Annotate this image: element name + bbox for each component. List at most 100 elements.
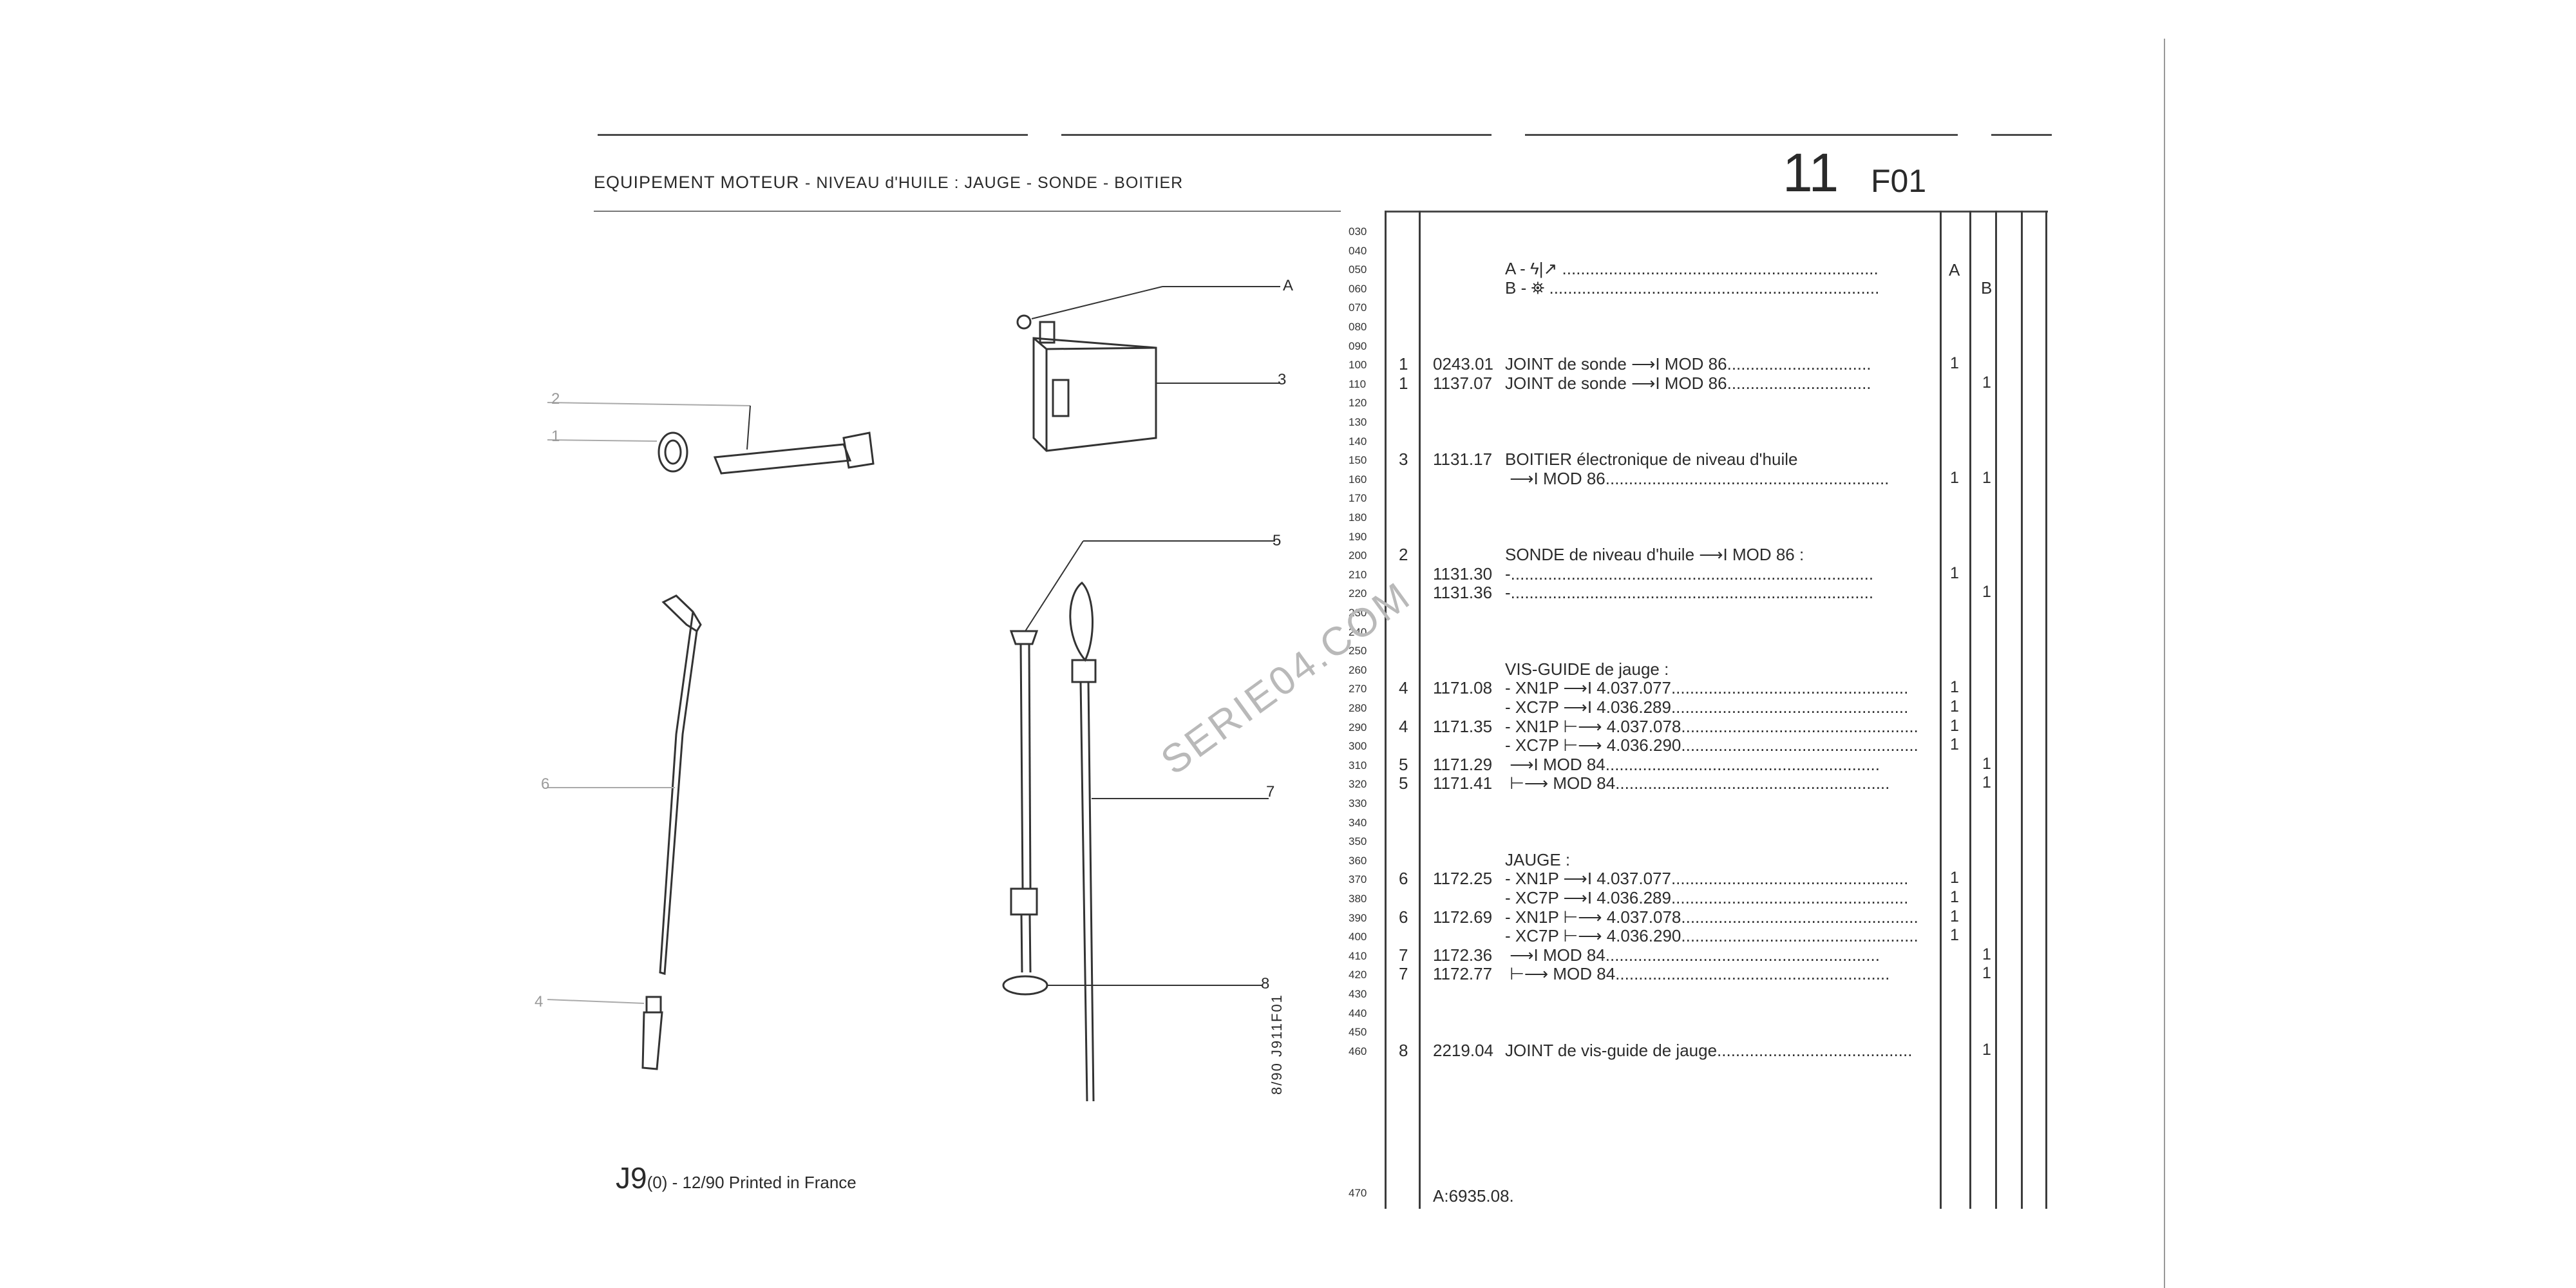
- row-reference: 1172.36: [1433, 945, 1493, 965]
- line-number: 240: [1349, 625, 1367, 638]
- row-item-number: 6: [1399, 907, 1408, 927]
- row-description: ⟶I MOD 84...............................…: [1505, 754, 1880, 774]
- table-row: 1131.36-................................…: [1433, 583, 1935, 603]
- table-col-line-4: [1969, 211, 1971, 1209]
- row-description: JOINT de sonde ⟶I MOD 86................…: [1505, 373, 1871, 393]
- table-col-line-5: [1995, 211, 1997, 1209]
- row-description: ⟶I MOD 86...............................…: [1505, 468, 1889, 488]
- line-number: 050: [1349, 263, 1367, 276]
- row-reference: 1137.07: [1433, 373, 1493, 393]
- table-row: 1171.29 ⟶I MOD 84.......................…: [1433, 755, 1935, 775]
- table-row: 1137.07 JOINT de sonde ⟶I MOD 86.........…: [1433, 374, 1935, 393]
- row-description: - XN1P ⊢⟶ 4.037.078.....................…: [1505, 907, 1918, 927]
- parts-diagram: [547, 286, 1280, 1102]
- table-row: JAUGE :: [1433, 850, 1935, 870]
- row-reference: 1172.69: [1433, 907, 1493, 927]
- row-description: - XN1P ⊢⟶ 4.037.078.....................…: [1505, 716, 1918, 736]
- line-number: 440: [1349, 1007, 1367, 1019]
- row-item-number: 2: [1399, 545, 1408, 565]
- table-row: 1171.08- XN1P ⟶I 4.037.077..............…: [1433, 678, 1935, 698]
- row-qty-a: 1: [1950, 564, 1959, 582]
- line-number: 090: [1349, 339, 1367, 352]
- row-reference: 1171.41: [1433, 773, 1493, 793]
- footer-code-main: J9: [616, 1161, 647, 1195]
- page-title-sub: - NIVEAU d'HUILE : JAUGE - SONDE - BOITI…: [805, 174, 1184, 192]
- row-qty-b: 1: [1982, 1040, 1991, 1059]
- line-number: 210: [1349, 568, 1367, 581]
- row-qty-a: 1: [1950, 888, 1959, 906]
- table-row: - XC7P ⟶I 4.036.289.....................…: [1433, 888, 1935, 908]
- table-row: 1172.77 ⊢⟶ MOD 84.......................…: [1433, 964, 1935, 984]
- row-qty-a: 1: [1950, 678, 1959, 697]
- row-reference: 1131.17: [1433, 450, 1493, 469]
- line-number: 380: [1349, 893, 1367, 905]
- row-item-number: 4: [1399, 678, 1408, 698]
- row-item-number: 6: [1399, 869, 1408, 889]
- line-number: 300: [1349, 740, 1367, 753]
- column-header-a: A: [1949, 260, 1960, 279]
- part-4-guide: [547, 996, 663, 1070]
- table-row: 1172.36 ⟶I MOD 84.......................…: [1433, 945, 1935, 965]
- row-item-number: 1: [1399, 354, 1408, 374]
- top-rule-4: [1991, 134, 2052, 136]
- callout-6: 6: [541, 775, 550, 793]
- part-2-probe: [547, 402, 875, 475]
- row-qty-a: 1: [1950, 468, 1959, 487]
- table-row: - XC7P ⊢⟶ 4.036.290.....................…: [1433, 926, 1935, 946]
- line-number: 120: [1349, 397, 1367, 410]
- row-description: ⊢⟶ MOD 84...............................…: [1505, 964, 1890, 984]
- row-description: - XC7P ⊢⟶ 4.036.290.....................…: [1505, 735, 1918, 755]
- row-description: -.......................................…: [1505, 583, 1874, 603]
- row-qty-b: 1: [1982, 373, 1991, 392]
- page-title-main: EQUIPEMENT MOTEUR: [594, 173, 800, 192]
- row-qty-b: 1: [1982, 583, 1991, 601]
- callout-3: 3: [1278, 371, 1287, 388]
- part-a-connector: [1016, 286, 1280, 330]
- row-qty-a: 1: [1950, 716, 1959, 735]
- row-description: A - ϟ|↗ ................................…: [1505, 259, 1879, 279]
- line-number: 150: [1349, 454, 1367, 467]
- table-col-line-1: [1385, 211, 1387, 1209]
- row-description: BOITIER électronique de niveau d'huile: [1505, 450, 1798, 469]
- row-item-number: 4: [1399, 716, 1408, 736]
- table-row: B - ⛯ ..................................…: [1433, 278, 1935, 299]
- footer-code: J9(0) - 12/90 Printed in France: [616, 1160, 857, 1195]
- table-row: 1131.17 BOITIER électronique de niveau d'…: [1433, 450, 1935, 469]
- row-description: VIS-GUIDE de jauge :: [1505, 659, 1669, 679]
- line-number: 160: [1349, 473, 1367, 486]
- line-number: 350: [1349, 835, 1367, 848]
- row-qty-a: 1: [1950, 907, 1959, 925]
- line-number: 370: [1349, 873, 1367, 886]
- row-qty-b: 1: [1982, 754, 1991, 773]
- line-number: 340: [1349, 816, 1367, 829]
- line-number: 070: [1349, 301, 1367, 314]
- row-description: -.......................................…: [1505, 564, 1874, 583]
- table-row: A - ϟ|↗ ................................…: [1433, 259, 1935, 279]
- row-reference: 1172.77: [1433, 964, 1493, 984]
- part-1-seal: [547, 431, 688, 473]
- table-row: VIS-GUIDE de jauge :: [1433, 659, 1935, 679]
- line-number: 330: [1349, 797, 1367, 810]
- callout-7: 7: [1266, 783, 1275, 800]
- row-description: JOINT de sonde ⟶I MOD 86................…: [1505, 354, 1871, 374]
- callout-2: 2: [551, 390, 560, 408]
- table-row: - XC7P ⟶I 4.036.289.....................…: [1433, 697, 1935, 717]
- table-col-line-3: [1940, 211, 1942, 1209]
- row-item-number: 5: [1399, 773, 1408, 793]
- callout-4: 4: [535, 993, 544, 1010]
- top-rule-2: [1061, 134, 1492, 136]
- row-description: SONDE de niveau d'huile ⟶I MOD 86 :: [1505, 545, 1804, 565]
- callout-1: 1: [551, 428, 560, 445]
- line-number: 030: [1349, 225, 1367, 238]
- row-qty-b: 1: [1982, 945, 1991, 963]
- line-number: 320: [1349, 778, 1367, 791]
- section-number: 11: [1783, 142, 1839, 203]
- callout-8: 8: [1261, 975, 1270, 992]
- row-reference: 1171.35: [1433, 716, 1493, 736]
- line-number: 400: [1349, 931, 1367, 943]
- row-item-number: 5: [1399, 754, 1408, 774]
- line-number: 270: [1349, 683, 1367, 696]
- line-number: 220: [1349, 587, 1367, 600]
